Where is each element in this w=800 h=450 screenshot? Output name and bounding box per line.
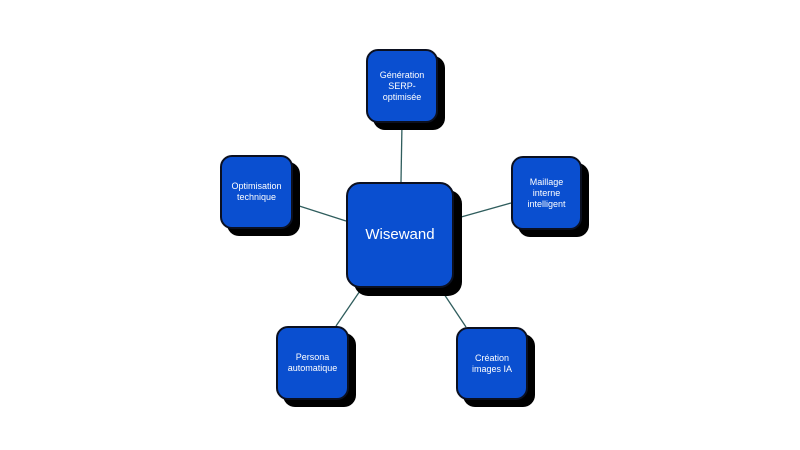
connector-bottom-right [439, 287, 467, 328]
connector-bottom-left [335, 287, 363, 327]
node-generation-serp[interactable]: Génération SERP-optimisée [366, 49, 438, 123]
center-node-wisewand[interactable]: Wisewand [346, 182, 454, 288]
connector-left [292, 203, 347, 222]
node-creation-images[interactable]: Création images IA [456, 327, 528, 400]
node-optimisation-technique[interactable]: Optimisation technique [220, 155, 293, 229]
node-persona-automatique[interactable]: Persona automatique [276, 326, 349, 400]
connector-right [453, 202, 512, 220]
node-maillage-interne[interactable]: Maillage interne intelligent [511, 156, 582, 230]
connector-top [400, 122, 403, 183]
